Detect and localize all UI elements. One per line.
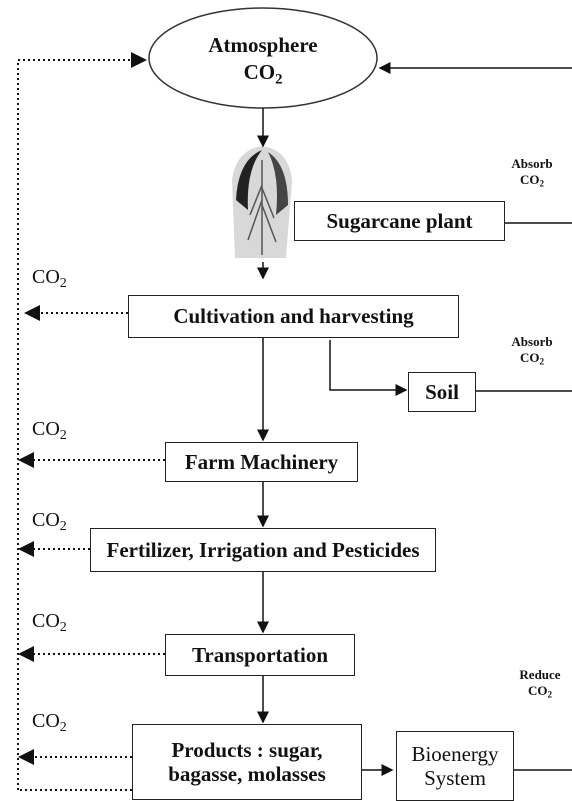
products-box: Products : sugar, bagasse, molasses [132, 724, 362, 800]
sugarcane-plant-image [232, 146, 292, 258]
cultivation-box: Cultivation and harvesting [128, 295, 459, 338]
atmosphere-co2: CO2 [243, 60, 283, 88]
products-line2: bagasse, molasses [168, 762, 326, 786]
fertilizer-box: Fertilizer, Irrigation and Pesticides [90, 528, 436, 572]
atmosphere-ellipse [148, 7, 378, 109]
reduce-label-bioenergy: Reduce CO2 [519, 667, 561, 700]
transportation-box: Transportation [165, 634, 355, 676]
atmosphere-title: Atmosphere [208, 33, 318, 57]
dotted-return-loop [17, 52, 147, 790]
products-line1: Products : sugar, [171, 737, 323, 762]
co2-label-transport: CO2 [32, 610, 67, 636]
bioenergy-box: Bioenergy System [396, 731, 514, 801]
absorb-label-plant: Absorb CO2 [511, 156, 553, 189]
sugarcane-plant-box: Sugarcane plant [294, 201, 505, 241]
co2-label-products: CO2 [32, 710, 67, 736]
bioenergy-line2: System [424, 766, 486, 790]
co2-label-fertilizer: CO2 [32, 509, 67, 535]
bioenergy-line1: Bioenergy [411, 741, 499, 766]
farm-machinery-box: Farm Machinery [165, 442, 358, 482]
soil-box: Soil [408, 372, 476, 412]
arrow-cultivation-soil [329, 340, 408, 396]
absorb-label-soil: Absorb CO2 [511, 334, 553, 367]
co2-label-machinery: CO2 [32, 418, 67, 444]
co2-label-cultivation: CO2 [32, 266, 67, 292]
